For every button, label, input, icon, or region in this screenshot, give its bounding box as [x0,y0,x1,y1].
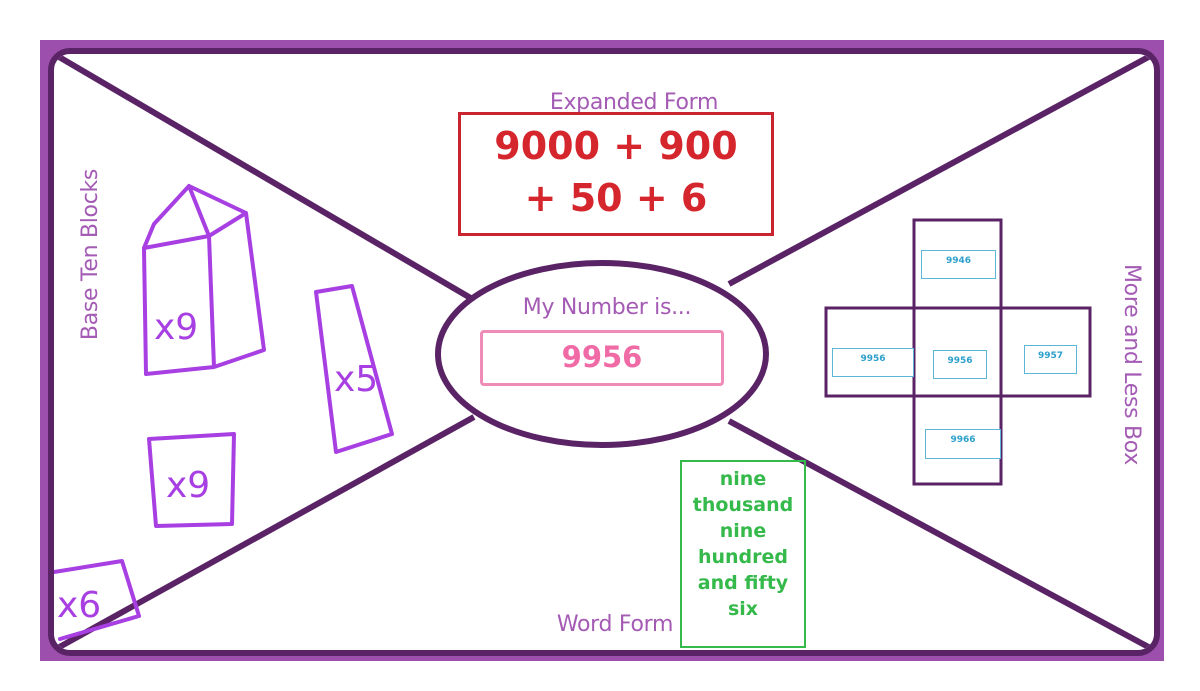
word-form-line: nine [719,468,767,490]
word-form-title: Word Form [556,612,674,637]
more-less-title: More and Less Box [1119,254,1145,474]
word-form-line: and fifty [697,572,789,594]
more-less-left-value: 9956 [832,348,914,377]
word-form-line: thousand [692,494,794,516]
word-form-line: nine [719,520,767,542]
more-less-cross [824,218,1092,486]
expanded-form-title: Expanded Form [549,90,719,115]
more-less-bottom-value: 9966 [925,429,1001,459]
expanded-form-line-2: + 50 + 6 [524,176,708,220]
base-ten-title-text: Base Ten Blocks [78,168,104,340]
number-organizer-board: Expanded Form 9000 + 900 + 50 + 6 My Num… [48,48,1160,656]
more-less-top-value: 9946 [921,250,996,279]
word-form-line: six [727,598,759,620]
base-ten-title: Base Ten Blocks [78,154,104,354]
expanded-form-box: 9000 + 900 + 50 + 6 [458,112,774,236]
my-number-title: My Number is... [522,295,692,320]
word-form-box: nine thousand nine hundred and fifty six [680,460,806,648]
board-divider-lines [54,54,1154,650]
more-less-center-value: 9956 [933,350,987,379]
more-less-right-value: 9957 [1024,345,1077,374]
word-form-line: hundred [697,546,789,568]
my-number-value: 9956 [480,330,724,386]
expanded-form-line-1: 9000 + 900 [494,124,738,168]
more-less-title-text: More and Less Box [1119,263,1145,465]
